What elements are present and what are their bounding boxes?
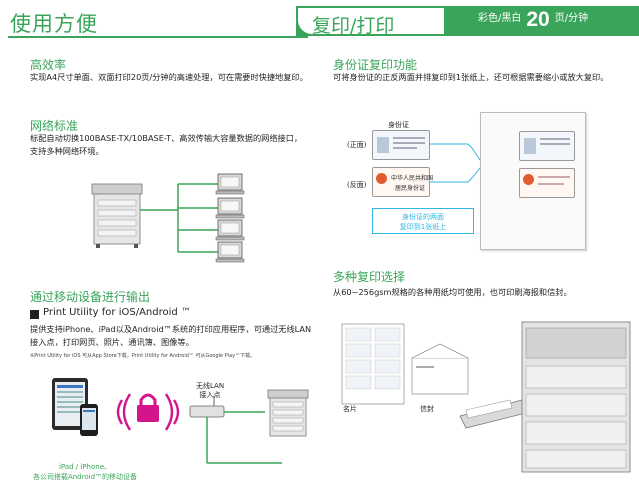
copied-sheet bbox=[480, 112, 586, 250]
speed-spec: 彩色/黑白 20 页/分钟 bbox=[478, 8, 588, 32]
card-label: 名片 bbox=[343, 405, 357, 413]
mobile-diagram bbox=[52, 378, 309, 464]
copy-options-text: 从60~256gsm规格的各种用纸均可使用，也可印刷海报和信封。 bbox=[333, 287, 572, 297]
id-card-front bbox=[372, 130, 430, 160]
idcard-text: 可将身份证的正反两面并排复印到1张纸上，还可根据需要缩小或放大复印。 bbox=[333, 72, 609, 82]
speed-unit: 页/分钟 bbox=[554, 13, 589, 24]
copy-options-heading: 多种复印选择 bbox=[333, 270, 406, 284]
category-tab-label: 复印/打印 bbox=[312, 15, 395, 37]
speed-value: 20 bbox=[526, 8, 550, 31]
header-band: 复印/打印 彩色/黑白 20 页/分钟 bbox=[296, 6, 639, 37]
mobile-subheading: Print Utility for iOS/Android ™ bbox=[43, 307, 191, 318]
printer-illustration bbox=[267, 389, 309, 437]
network-cables bbox=[206, 411, 282, 464]
idcard-callout: 身份证的两面 复印到1张纸上 bbox=[372, 208, 474, 234]
printer-illustration bbox=[91, 183, 143, 248]
network-heading: 网络标准 bbox=[30, 119, 79, 133]
mobile-text: 提供支持iPhone、iPad以及Android™系统的打印应用程序，可通过无线… bbox=[30, 324, 312, 347]
device-caption: iPad / iPhone、 各公司搭载Android™的移动设备 bbox=[32, 463, 138, 481]
mobile-note: ※Print Utility for iOS 可从App Store下载，Pri… bbox=[30, 353, 256, 359]
pc-icon bbox=[215, 197, 245, 219]
emblem-icon bbox=[376, 173, 387, 184]
card-line2: 居民身份证 bbox=[395, 185, 426, 192]
speed-mode: 彩色/黑白 bbox=[478, 13, 522, 24]
network-cables bbox=[140, 183, 218, 253]
envelope-icon bbox=[411, 343, 469, 395]
back-label: (反面) bbox=[347, 181, 367, 189]
printer-illustration bbox=[521, 321, 631, 473]
id-card-back: 中华人民共和国 居民身份证 bbox=[372, 167, 434, 197]
title-underline bbox=[8, 36, 308, 38]
pc-icon bbox=[215, 173, 245, 195]
network-diagram bbox=[91, 173, 245, 263]
lock-icon bbox=[137, 393, 159, 422]
card-title: 身份证 bbox=[388, 121, 409, 129]
idcard-heading: 身份证复印功能 bbox=[333, 58, 418, 72]
tablet-icon bbox=[52, 378, 88, 430]
business-card-sheet bbox=[341, 323, 405, 405]
copied-card-back bbox=[519, 168, 575, 198]
front-label: (正面) bbox=[347, 141, 367, 149]
copied-card-front bbox=[519, 131, 575, 161]
network-text: 标配自动切换100BASE-TX/10BASE-T、高效传输大容量数据的网络接口… bbox=[30, 133, 303, 156]
efficiency-heading: 高效率 bbox=[30, 58, 67, 72]
pc-icon bbox=[215, 241, 245, 263]
access-point-label: 无线LAN 接入点 bbox=[196, 382, 225, 399]
card-line1: 中华人民共和国 bbox=[391, 175, 434, 182]
square-bullet-icon bbox=[30, 310, 39, 319]
wireless-signal-icon bbox=[116, 393, 180, 431]
efficiency-text: 实现A4尺寸单面、双面打印20页/分钟的高速处理，可在需要时快捷地复印。 bbox=[30, 72, 308, 82]
smartphone-icon bbox=[80, 404, 98, 436]
mobile-heading: 通过移动设备进行输出 bbox=[30, 290, 151, 304]
copy-options-illustration bbox=[341, 321, 631, 473]
envelope-label: 信封 bbox=[420, 405, 434, 413]
bypass-tray bbox=[459, 399, 523, 429]
category-tab: 复印/打印 bbox=[296, 6, 446, 37]
copy-arrows bbox=[430, 143, 481, 183]
page-title: 使用方便 bbox=[10, 12, 98, 36]
pc-icon bbox=[215, 219, 245, 241]
photo-icon bbox=[377, 137, 389, 153]
